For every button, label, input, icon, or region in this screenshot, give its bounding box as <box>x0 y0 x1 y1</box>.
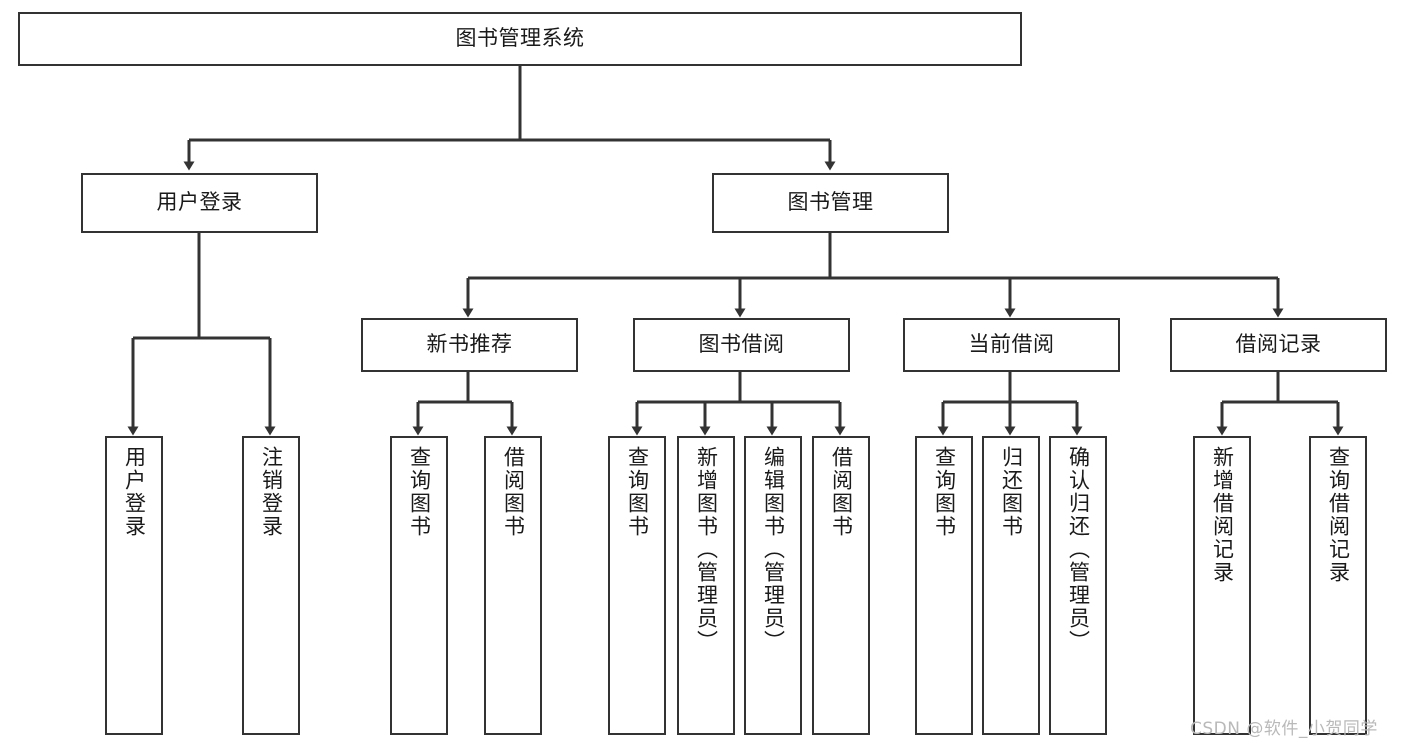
node-new-book-recommend[interactable]: 新书推荐 <box>361 318 578 372</box>
node-label: 编辑图书（管理员） <box>761 446 786 653</box>
leaf-book-borrow-query[interactable]: 查询图书 <box>608 436 666 735</box>
leaf-borrow-record-query[interactable]: 查询借阅记录 <box>1309 436 1367 735</box>
node-label: 归还图书 <box>999 446 1024 538</box>
leaf-user-login-login[interactable]: 用户登录 <box>105 436 163 735</box>
leaf-borrow-record-add[interactable]: 新增借阅记录 <box>1193 436 1251 735</box>
node-label: 查询图书 <box>932 446 957 538</box>
node-label: 新增借阅记录 <box>1210 446 1235 584</box>
node-book-borrow[interactable]: 图书借阅 <box>633 318 850 372</box>
node-label: 注销登录 <box>259 446 284 538</box>
node-label: 借阅记录 <box>1235 332 1322 357</box>
leaf-book-borrow-add[interactable]: 新增图书（管理员） <box>677 436 735 735</box>
leaf-book-borrow-edit[interactable]: 编辑图书（管理员） <box>744 436 802 735</box>
node-label: 查询借阅记录 <box>1326 446 1351 584</box>
node-label: 图书管理系统 <box>455 26 585 51</box>
node-label: 借阅图书 <box>829 446 854 538</box>
node-label: 确认归还（管理员） <box>1066 446 1091 653</box>
node-label: 用户登录 <box>122 446 147 538</box>
node-label: 图书管理 <box>787 190 874 215</box>
leaf-user-login-logout[interactable]: 注销登录 <box>242 436 300 735</box>
node-current-borrow[interactable]: 当前借阅 <box>903 318 1120 372</box>
node-label: 查询图书 <box>407 446 432 538</box>
leaf-book-borrow-borrow[interactable]: 借阅图书 <box>812 436 870 735</box>
leaf-current-borrow-confirm-return[interactable]: 确认归还（管理员） <box>1049 436 1107 735</box>
node-book-management[interactable]: 图书管理 <box>712 173 949 233</box>
node-label: 查询图书 <box>625 446 650 538</box>
leaf-current-borrow-return[interactable]: 归还图书 <box>982 436 1040 735</box>
leaf-new-book-borrow[interactable]: 借阅图书 <box>484 436 542 735</box>
node-label: 新书推荐 <box>426 332 513 357</box>
node-label: 当前借阅 <box>968 332 1055 357</box>
watermark-text: CSDN @软件_小贺同学 <box>1190 719 1378 739</box>
leaf-new-book-query[interactable]: 查询图书 <box>390 436 448 735</box>
node-label: 用户登录 <box>156 190 243 215</box>
node-label: 新增图书（管理员） <box>694 446 719 653</box>
leaf-current-borrow-query[interactable]: 查询图书 <box>915 436 973 735</box>
node-user-login[interactable]: 用户登录 <box>81 173 318 233</box>
node-label: 借阅图书 <box>501 446 526 538</box>
node-book-management-system[interactable]: 图书管理系统 <box>18 12 1022 66</box>
node-label: 图书借阅 <box>698 332 785 357</box>
node-borrow-record[interactable]: 借阅记录 <box>1170 318 1387 372</box>
